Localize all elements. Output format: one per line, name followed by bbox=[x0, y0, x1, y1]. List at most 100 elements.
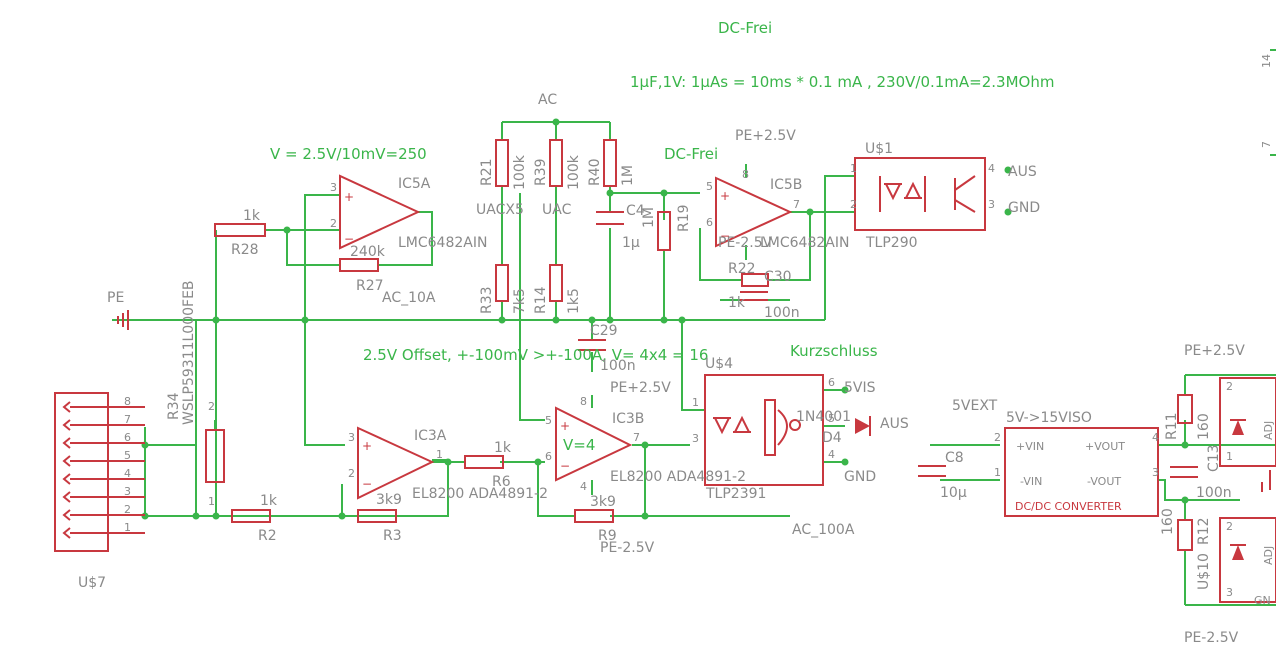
net-gnd-1: GND bbox=[1008, 200, 1040, 216]
svg-text:2: 2 bbox=[330, 217, 337, 230]
svg-text:2: 2 bbox=[1226, 380, 1233, 393]
note-dc-frei-mid: DC-Frei bbox=[664, 145, 718, 163]
conv-pin-vin-n: -VIN bbox=[1020, 475, 1042, 488]
r21-value: 100k bbox=[512, 154, 528, 190]
r12-name: R12 bbox=[1196, 517, 1212, 545]
net-aus-2: AUS bbox=[880, 416, 909, 432]
net-pe-minus-ic3: PE-2.5V bbox=[600, 540, 655, 556]
note-kurzschluss: Kurzschluss bbox=[790, 342, 878, 360]
svg-text:8: 8 bbox=[580, 395, 587, 408]
svg-text:2: 2 bbox=[994, 431, 1001, 444]
c4-value: 1µ bbox=[622, 235, 640, 251]
net-ac-10a: AC_10A bbox=[382, 290, 436, 306]
r3-value: 3k9 bbox=[376, 492, 402, 508]
note-dc-frei-top: DC-Frei bbox=[718, 19, 772, 37]
ic3a-name: IC3A bbox=[414, 428, 447, 444]
edge-gn: GN bbox=[1254, 594, 1271, 607]
r27-body bbox=[339, 258, 379, 272]
r40-body bbox=[603, 139, 617, 187]
svg-text:+: + bbox=[344, 190, 354, 204]
r19-body bbox=[657, 211, 671, 251]
net-pe-minus: PE-2.5V bbox=[718, 235, 773, 251]
svg-text:3: 3 bbox=[348, 431, 355, 444]
svg-text:3: 3 bbox=[692, 432, 699, 445]
rotated-labels: R21 100k R39 100k R40 1M R33 7k5 R14 1k5… bbox=[166, 54, 1275, 590]
r28-value: 1k bbox=[243, 208, 261, 224]
r33-value: 7k5 bbox=[512, 288, 528, 314]
r33-name: R33 bbox=[479, 286, 495, 314]
svg-text:5: 5 bbox=[828, 412, 835, 425]
svg-text:4: 4 bbox=[828, 448, 835, 461]
svg-text:5: 5 bbox=[124, 449, 131, 462]
svg-text:4: 4 bbox=[988, 162, 995, 175]
svg-text:4: 4 bbox=[124, 467, 131, 480]
r21-name: R21 bbox=[479, 158, 495, 186]
svg-text:−: − bbox=[560, 459, 570, 473]
r14-body bbox=[549, 264, 563, 302]
edge-7: 7 bbox=[1260, 141, 1273, 148]
optocoupler-us1 bbox=[854, 157, 986, 231]
r39-value: 100k bbox=[566, 154, 582, 190]
r39-body bbox=[549, 139, 563, 187]
us1-value: TLP290 bbox=[865, 235, 918, 251]
svg-text:2: 2 bbox=[124, 503, 131, 516]
net-aus-1: AUS bbox=[1008, 164, 1037, 180]
net-5vis: 5VIS bbox=[844, 380, 876, 396]
adj-label-1: ADJ bbox=[1262, 421, 1275, 440]
svg-text:2: 2 bbox=[348, 467, 355, 480]
ic3b-value: EL8200 ADA4891-2 bbox=[610, 469, 746, 485]
r22-value: 1k bbox=[728, 295, 746, 311]
svg-text:5: 5 bbox=[545, 414, 552, 427]
r9-name: R9 bbox=[598, 528, 617, 544]
conv-name: DC/DC CONVERTER bbox=[1015, 500, 1122, 513]
ic5b-value: LMC6482AIN bbox=[760, 235, 849, 251]
svg-text:3: 3 bbox=[1152, 466, 1159, 479]
ic5b-name: IC5B bbox=[770, 177, 802, 193]
conv-pin-vin-p: +VIN bbox=[1016, 440, 1044, 453]
net-pe-minus-right: PE-2.5V bbox=[1184, 630, 1239, 646]
opamp-ic3b: +− bbox=[555, 406, 633, 482]
r28-body bbox=[214, 223, 266, 237]
svg-text:2: 2 bbox=[208, 400, 215, 413]
r40-name: R40 bbox=[587, 158, 603, 186]
net-pe-plus-ic3: PE+2.5V bbox=[610, 380, 671, 396]
r34-name: R34 bbox=[166, 392, 182, 420]
svg-text:3: 3 bbox=[124, 485, 131, 498]
svg-text:4: 4 bbox=[1152, 431, 1159, 444]
wires bbox=[112, 49, 1276, 606]
r22-body bbox=[741, 273, 769, 287]
svg-text:+: + bbox=[720, 189, 730, 203]
net-5v-15viso: 5V->15VISO bbox=[1006, 410, 1092, 426]
r28-name: R28 bbox=[231, 242, 259, 258]
svg-text:7: 7 bbox=[793, 198, 800, 211]
ic5a-value: LMC6482AIN bbox=[398, 235, 487, 251]
svg-text:2: 2 bbox=[850, 198, 857, 211]
svg-text:8: 8 bbox=[742, 168, 749, 181]
conv-pin-vout-n: -VOUT bbox=[1087, 475, 1121, 488]
us4-name: U$4 bbox=[705, 356, 733, 372]
c4-name: C4 bbox=[626, 203, 645, 219]
svg-text:6: 6 bbox=[545, 450, 552, 463]
c8-value: 10µ bbox=[940, 485, 967, 501]
net-pe-plus: PE+2.5V bbox=[735, 128, 796, 144]
net-gnd-2: GND bbox=[844, 469, 876, 485]
dcdc-converter bbox=[1004, 427, 1159, 517]
r27-name: R27 bbox=[356, 278, 384, 294]
svg-text:1: 1 bbox=[436, 448, 443, 461]
svg-text:4: 4 bbox=[580, 480, 587, 493]
r9-value: 3k9 bbox=[590, 494, 616, 510]
diode-d4 bbox=[855, 416, 871, 436]
opamp-ic3a: +− bbox=[357, 426, 435, 500]
net-ac-100a: AC_100A bbox=[792, 522, 855, 538]
opamp-ic5b: +− bbox=[715, 176, 793, 248]
r2-body bbox=[231, 509, 271, 523]
svg-text:1: 1 bbox=[124, 521, 131, 534]
optocoupler-us4 bbox=[704, 374, 824, 486]
net-pe-plus-right: PE+2.5V bbox=[1184, 343, 1245, 359]
svg-text:1: 1 bbox=[692, 396, 699, 409]
svg-text:3: 3 bbox=[330, 181, 337, 194]
r14-name: R14 bbox=[533, 286, 549, 314]
c13-value: 100n bbox=[1196, 485, 1232, 501]
svg-text:3: 3 bbox=[1226, 586, 1233, 599]
